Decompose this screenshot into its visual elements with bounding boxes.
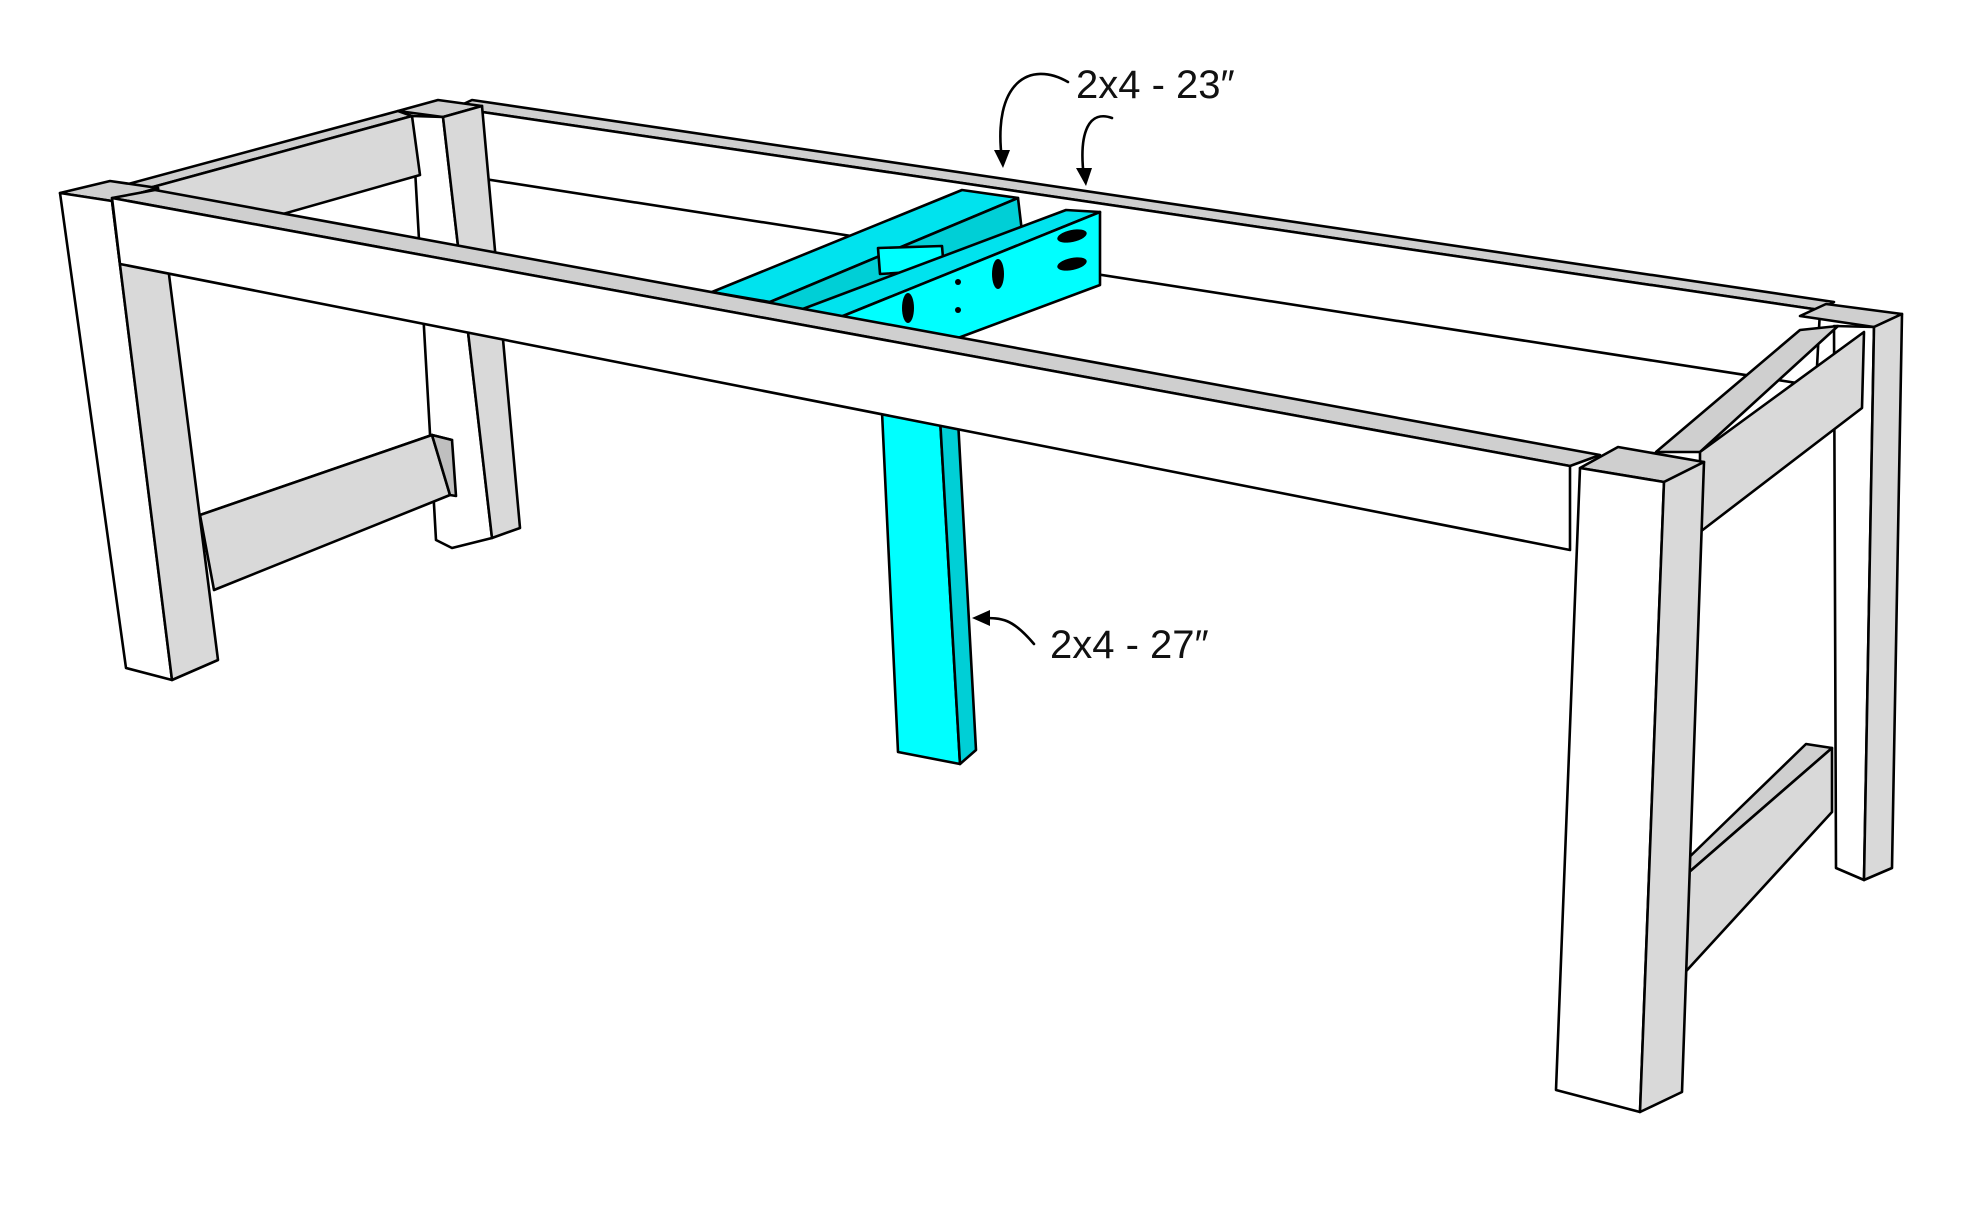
front-right-leg bbox=[1554, 445, 1706, 1114]
pocket-hole-4 bbox=[902, 293, 914, 323]
pocket-hole-2 bbox=[1057, 257, 1087, 271]
right-upper-apron-top bbox=[1654, 324, 1840, 454]
back-right-leg-side bbox=[1862, 312, 1904, 882]
callout-stretchers: 2x4 - 23″ bbox=[994, 63, 1235, 186]
screw-hole-2 bbox=[955, 307, 961, 313]
callout-center-leg: 2x4 - 27″ bbox=[972, 610, 1209, 667]
stretchers-label: 2x4 - 23″ bbox=[1076, 63, 1235, 107]
front-apron-face bbox=[110, 196, 1572, 552]
pocket-hole-3 bbox=[992, 259, 1004, 289]
left-lower-stretcher-end bbox=[430, 433, 458, 498]
arrow-head-2 bbox=[1076, 168, 1092, 186]
arrow-head-3 bbox=[972, 610, 990, 626]
arrow-head-1 bbox=[994, 150, 1010, 168]
arrow-curve-2 bbox=[1081, 115, 1114, 180]
screw-hole-1 bbox=[955, 279, 961, 285]
front-right-leg-side bbox=[1638, 460, 1706, 1114]
pocket-hole-1 bbox=[1057, 229, 1087, 243]
right-lower-stretcher-face bbox=[1676, 746, 1834, 982]
center-leg-label: 2x4 - 27″ bbox=[1050, 623, 1209, 667]
center-support bbox=[710, 188, 1102, 766]
front-apron bbox=[110, 188, 1602, 552]
left-lower-stretcher-face bbox=[198, 433, 452, 592]
arrow-curve-1 bbox=[999, 72, 1070, 162]
left-end-assembly bbox=[58, 98, 522, 682]
